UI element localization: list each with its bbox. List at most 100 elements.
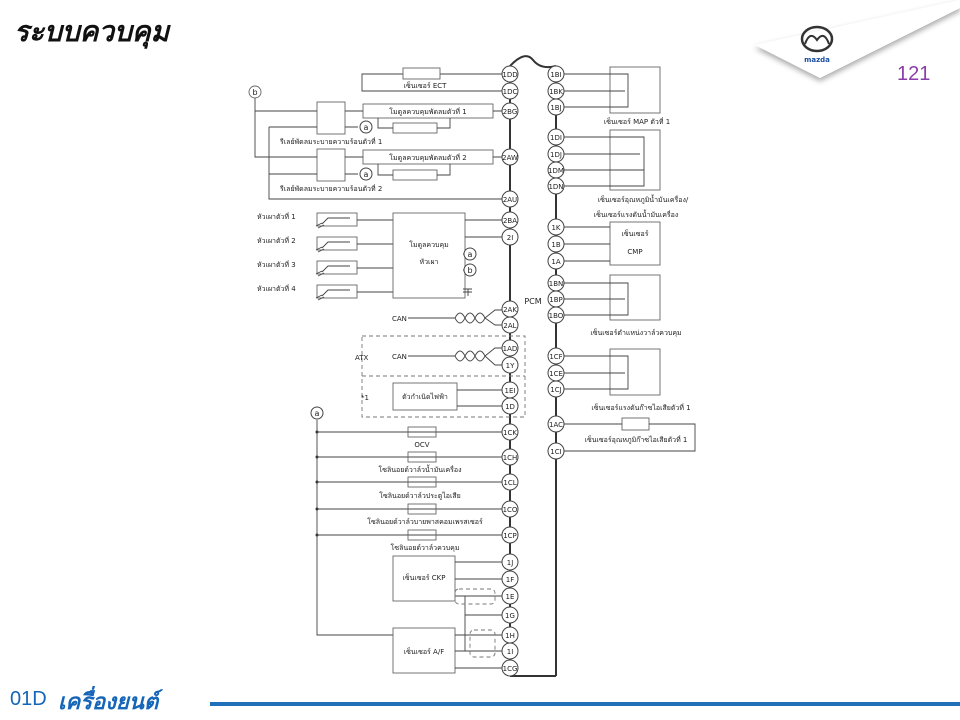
connector-pin-1bn: 1BN [547, 274, 565, 292]
svg-text:b: b [252, 88, 257, 97]
label-sol-control: โซลินอยด์วาล์วควบคุม [391, 543, 460, 552]
label-glow-module-2: หัวเผา [420, 258, 439, 266]
label-af: เซ็นเซอร์ A/F [404, 647, 444, 656]
connector-pin-1cf: 1CF [547, 347, 565, 365]
connector-pin-1k: 1K [547, 218, 565, 236]
label-note-1: *1 [361, 394, 369, 402]
label-sol-oil: โซลินอยด์วาล์วน้ำมันเครื่อง [378, 463, 461, 474]
label-glow-4: หัวเผาตัวที่ 4 [257, 284, 296, 293]
svg-text:1EI: 1EI [505, 387, 516, 395]
svg-text:1BI: 1BI [550, 71, 561, 79]
slide-title: ระบบควบคุม [14, 15, 170, 48]
svg-text:1H: 1H [505, 632, 515, 640]
svg-text:1CL: 1CL [503, 479, 516, 487]
svg-text:1J: 1J [507, 559, 514, 567]
svg-text:b: b [467, 266, 472, 275]
svg-text:1A: 1A [551, 258, 560, 266]
node-b: b [463, 263, 477, 277]
svg-text:1CE: 1CE [549, 370, 563, 378]
svg-text:1Y: 1Y [506, 362, 515, 370]
connector-pin-1dc: 1DC [501, 82, 519, 100]
svg-text:1BO: 1BO [549, 312, 564, 320]
svg-text:1I: 1I [507, 648, 514, 656]
label-exh-press: เซ็นเซอร์แรงดันก๊าซไอเสียตัวที่ 1 [591, 403, 690, 412]
connector-pin-2ba: 2BA [501, 211, 519, 229]
svg-text:a: a [364, 170, 369, 179]
label-glow-2: หัวเผาตัวที่ 2 [257, 236, 296, 245]
label-ocv: OCV [414, 441, 429, 449]
svg-text:1BJ: 1BJ [550, 104, 561, 112]
svg-text:a: a [315, 409, 320, 418]
connector-pin-1dd: 1DD [501, 65, 519, 83]
connector-pin-1g: 1G [501, 606, 519, 624]
label-glow-1: หัวเผาตัวที่ 1 [257, 212, 296, 221]
connector-pin-1ch: 1CH [501, 448, 519, 466]
svg-text:1CO: 1CO [503, 506, 518, 514]
label-sol-exhaust: โซลินอยด์วาล์วประตูไอเสีย [379, 491, 461, 500]
connector-pin-1j: 1J [501, 553, 519, 571]
svg-text:1D: 1D [505, 403, 515, 411]
svg-text:1AC: 1AC [549, 421, 563, 429]
label-exh-temp: เซ็นเซอร์อุณหภูมิก๊าซไอเสียตัวที่ 1 [585, 435, 688, 444]
connector-pin-1cg: 1CG [501, 659, 519, 677]
label-can-1: CAN [392, 315, 407, 323]
mazda-emblem-icon: mazda [800, 25, 834, 64]
connector-pin-1ce: 1CE [547, 364, 565, 382]
node-a: a [310, 406, 324, 420]
svg-text:1F: 1F [506, 576, 514, 584]
connector-pin-1bi: 1BI [547, 65, 565, 83]
connector-pin-2al: 2AL [501, 316, 519, 334]
svg-text:1BP: 1BP [549, 296, 562, 304]
node-a: a [463, 247, 477, 261]
connector-pin-2aw: 2AW [501, 148, 519, 166]
connector-pin-1b: 1B [547, 235, 565, 253]
svg-text:1CK: 1CK [503, 429, 517, 437]
footer-divider [210, 702, 960, 706]
logo-text: mazda [804, 56, 830, 64]
connector-pin-1bj: 1BJ [547, 98, 565, 116]
svg-text:1DN: 1DN [548, 183, 563, 191]
svg-text:2BG: 2BG [503, 108, 518, 116]
node-b: b [248, 85, 262, 99]
label-glow-3: หัวเผาตัวที่ 3 [257, 260, 296, 269]
connector-pin-1d: 1D [501, 397, 519, 415]
svg-text:1BK: 1BK [549, 88, 563, 96]
svg-text:a: a [468, 250, 473, 259]
svg-text:1DC: 1DC [503, 88, 518, 96]
label-atx: ATX [355, 354, 369, 362]
footer-chapter-code: 01D [10, 688, 47, 710]
label-oil-temp: เซ็นเซอร์อุณหภูมิน้ำมันเครื่อง/ [598, 193, 689, 204]
svg-text:1DD: 1DD [502, 71, 517, 79]
pcm-label: PCM [524, 297, 541, 306]
svg-text:1B: 1B [551, 241, 560, 249]
label-sol-bypass: โซลินอยด์วาล์วบายพาสคอมเพรสเซอร์ [367, 517, 483, 526]
connector-pin-1ac: 1AC [547, 415, 565, 433]
label-cmp-2: CMP [627, 248, 642, 256]
svg-text:1G: 1G [505, 612, 515, 620]
connector-pin-2bg: 2BG [501, 102, 519, 120]
connector-pin-1cl: 1CL [501, 473, 519, 491]
connector-pin-1ci: 1CI [547, 442, 565, 460]
connector-pin-1cj: 1CJ [547, 380, 565, 398]
label-ckp: เซ็นเซอร์ CKP [403, 573, 446, 582]
svg-text:1CI: 1CI [550, 448, 561, 456]
svg-text:a: a [364, 123, 369, 132]
svg-text:1BN: 1BN [549, 280, 564, 288]
svg-text:2AL: 2AL [503, 322, 516, 330]
connector-pin-1ck: 1CK [501, 423, 519, 441]
connector-pin-2ak: 2AK [501, 300, 519, 318]
label-can-2: CAN [392, 353, 407, 361]
label-fan-module-2: โมดูลควบคุมพัดลมตัวที่ 2 [389, 153, 466, 162]
connector-pin-1f: 1F [501, 570, 519, 588]
svg-text:1DM: 1DM [548, 167, 564, 175]
svg-text:2BA: 2BA [503, 217, 517, 225]
node-a: a [359, 120, 373, 134]
svg-text:1CP: 1CP [503, 532, 517, 540]
label-glow-module-1: โมดูลควบคุม [409, 240, 449, 249]
connector-pin-2au: 2AU [501, 190, 519, 208]
label-oil-press: เซ็นเซอร์แรงดันน้ำมันเครื่อง [594, 208, 679, 219]
svg-text:1E: 1E [506, 593, 515, 601]
connector-pin-1bo: 1BO [547, 306, 565, 324]
connector-pin-1co: 1CO [501, 500, 519, 518]
